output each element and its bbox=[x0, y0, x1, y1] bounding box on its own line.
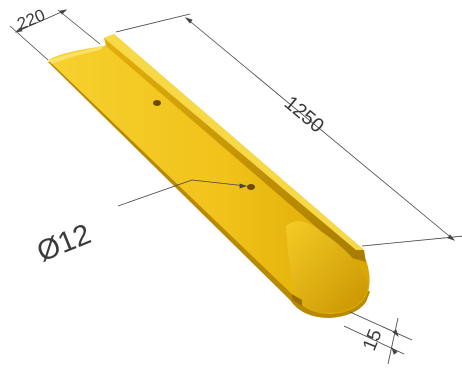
part-end-cap bbox=[286, 221, 368, 313]
dimension-hole-diameter bbox=[117, 179, 248, 207]
dimension-width bbox=[9, 9, 101, 61]
hole-diameter-label: Ø12 bbox=[33, 218, 96, 268]
hole-lower bbox=[247, 184, 255, 190]
part-flange-top bbox=[104, 34, 364, 250]
thickness-label: 15 bbox=[359, 326, 386, 353]
part-end-lug bbox=[292, 294, 302, 306]
length-label: 1250 bbox=[280, 92, 328, 137]
dimension-length bbox=[115, 13, 462, 247]
hole-upper bbox=[153, 100, 161, 106]
half-pipe-part bbox=[48, 34, 370, 318]
width-label: 220 bbox=[14, 5, 47, 33]
dimension-thickness bbox=[343, 311, 413, 365]
part-left-lip bbox=[48, 46, 104, 64]
